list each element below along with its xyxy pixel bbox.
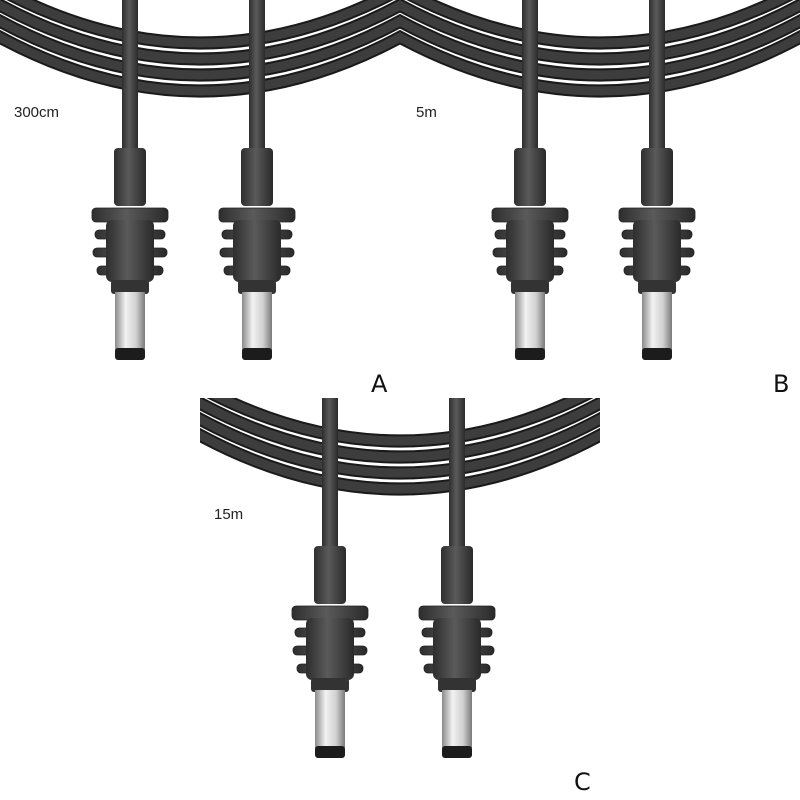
length-label-a: 300cm bbox=[14, 104, 60, 121]
dc-plug bbox=[418, 398, 496, 758]
dc-plug bbox=[291, 398, 369, 758]
dc-plug bbox=[91, 0, 169, 360]
cable-image-a bbox=[0, 0, 400, 360]
panel-b: 5m bbox=[400, 0, 800, 400]
panel-letter-c: C bbox=[574, 768, 591, 796]
length-label-b: 5m bbox=[416, 104, 437, 121]
panel-letter-b: B bbox=[773, 370, 790, 398]
dc-plug bbox=[218, 0, 296, 360]
panel-letter-a: A bbox=[371, 370, 388, 398]
panel-c: 15m bbox=[200, 398, 600, 798]
cable-image-b bbox=[400, 0, 800, 360]
dc-plug bbox=[491, 0, 569, 360]
length-label-c: 15m bbox=[214, 506, 244, 523]
cable-image-c bbox=[200, 398, 600, 758]
panel-a: 300cm bbox=[0, 0, 400, 400]
dc-plug bbox=[618, 0, 696, 360]
